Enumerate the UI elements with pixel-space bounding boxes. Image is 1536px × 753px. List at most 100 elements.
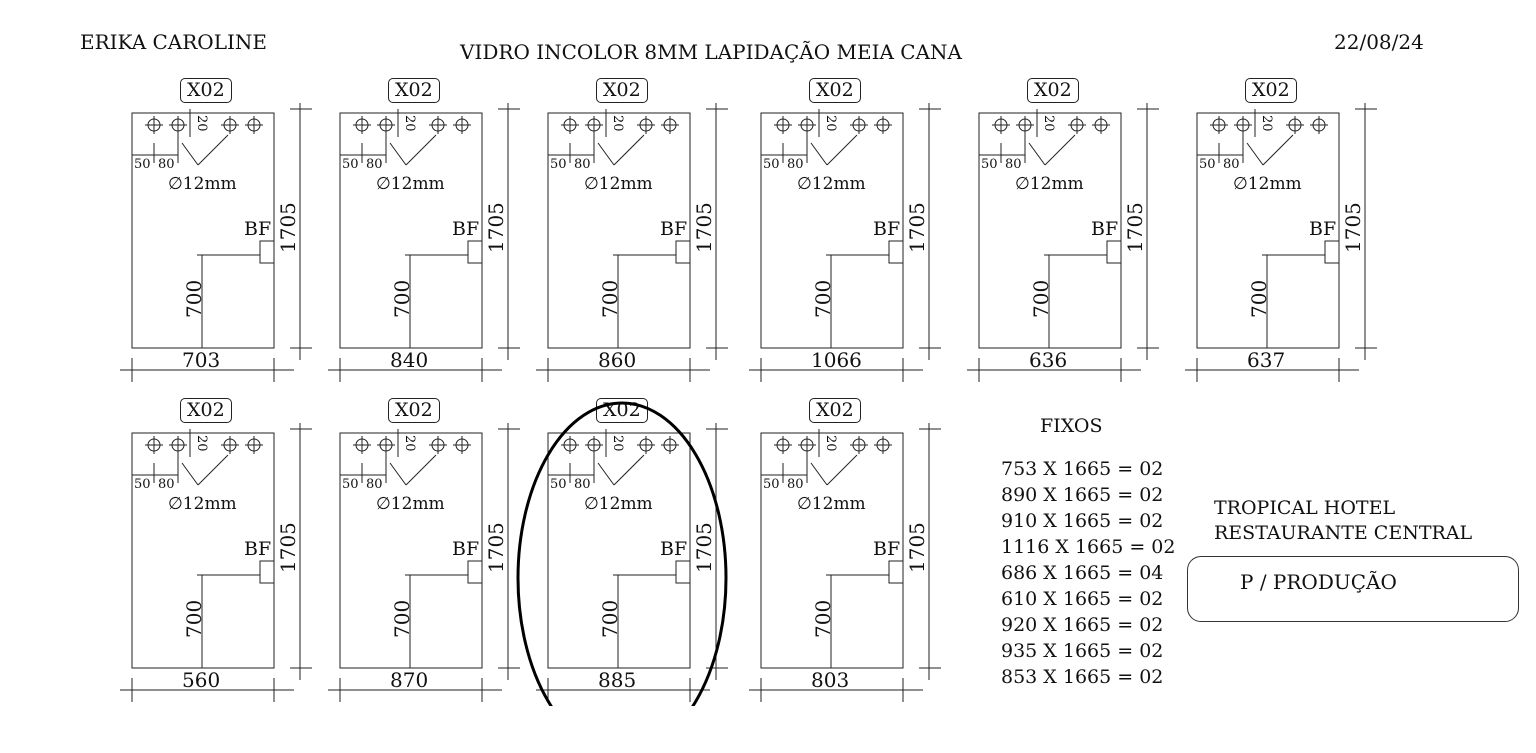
fixos-item: 935 X 1665 = 02 xyxy=(1001,640,1164,662)
fitting-label: BF xyxy=(873,218,901,240)
panel-drawing xyxy=(328,423,520,702)
quantity-tag: X02 xyxy=(388,78,440,103)
fixos-title: FIXOS xyxy=(1040,415,1103,437)
fitting-icon xyxy=(259,560,275,584)
fitting-label: BF xyxy=(660,218,688,240)
panel-outline xyxy=(131,112,275,349)
hole-spacing-label-2: 80 xyxy=(574,477,591,492)
leader-line xyxy=(1246,142,1264,166)
fitting-label: BF xyxy=(873,538,901,560)
width-label: 885 xyxy=(598,668,637,692)
client-block: TROPICAL HOTEL RESTAURANTE CENTRAL xyxy=(1214,496,1472,546)
fitting-label: BF xyxy=(452,538,480,560)
hole-spacing-label-1: 50 xyxy=(550,477,567,492)
hole-diameter-label: ∅12mm xyxy=(376,494,445,514)
panel-drawing xyxy=(120,103,312,382)
leader-line xyxy=(389,142,407,166)
fixos-item: 920 X 1665 = 02 xyxy=(1001,614,1164,636)
width-label: 840 xyxy=(390,348,429,372)
production-box: P / PRODUÇÃO xyxy=(1187,556,1519,622)
hole-diameter-label: ∅12mm xyxy=(376,174,445,194)
panel-drawing xyxy=(749,423,941,702)
fitting-icon xyxy=(888,240,904,264)
quantity-tag: X02 xyxy=(180,398,232,423)
panel-outline xyxy=(339,112,483,349)
leader-line xyxy=(810,462,828,486)
quantity-tag: X02 xyxy=(388,398,440,423)
fitting-label: BF xyxy=(1309,218,1337,240)
width-label: 703 xyxy=(182,348,221,372)
hole-spacing-label-1: 50 xyxy=(342,477,359,492)
client-location: RESTAURANTE CENTRAL xyxy=(1214,522,1473,544)
panel-outline xyxy=(131,432,275,669)
client-name: TROPICAL HOTEL xyxy=(1214,497,1396,519)
width-label: 637 xyxy=(1247,348,1286,372)
fitting-label: BF xyxy=(660,538,688,560)
quantity-tag: X02 xyxy=(1027,78,1079,103)
fitting-label: BF xyxy=(1091,218,1119,240)
hole-spacing-label-2: 80 xyxy=(158,157,175,172)
hole-spacing-label-1: 50 xyxy=(763,477,780,492)
fitting-label: BF xyxy=(244,538,272,560)
fitting-icon xyxy=(467,240,483,264)
highlight-ellipse-layer xyxy=(516,401,728,706)
quantity-tag: X02 xyxy=(180,78,232,103)
fitting-icon xyxy=(259,240,275,264)
panel-outline xyxy=(760,432,904,669)
material-title: VIDRO INCOLOR 8MM LAPIDAÇÃO MEIA CANA xyxy=(460,40,962,64)
leader-line xyxy=(826,134,858,166)
customer-name: ERIKA CAROLINE xyxy=(80,30,267,54)
fitting-icon xyxy=(888,560,904,584)
leader-line xyxy=(613,134,645,166)
fitting-icon xyxy=(467,560,483,584)
leader-line xyxy=(1028,142,1046,166)
panel-drawing xyxy=(120,423,312,702)
panel-outline xyxy=(1196,112,1340,349)
fixos-item: 910 X 1665 = 02 xyxy=(1001,510,1164,532)
width-label: 870 xyxy=(390,668,429,692)
hole-diameter-label: ∅12mm xyxy=(797,494,866,514)
fixos-item: 890 X 1665 = 02 xyxy=(1001,484,1164,506)
leader-line xyxy=(181,142,199,166)
leader-line xyxy=(405,134,437,166)
width-label: 860 xyxy=(598,348,637,372)
quantity-tag: X02 xyxy=(809,78,861,103)
width-label: 560 xyxy=(182,668,221,692)
hole-spacing-label-2: 80 xyxy=(787,477,804,492)
highlight-ellipse xyxy=(516,401,728,706)
hole-diameter-label: ∅12mm xyxy=(1015,174,1084,194)
fixos-item: 1116 X 1665 = 02 xyxy=(1001,536,1176,558)
panel-drawing xyxy=(536,103,728,382)
fitting-label: BF xyxy=(452,218,480,240)
fixos-item: 853 X 1665 = 02 xyxy=(1001,666,1164,688)
hole-diameter-label: ∅12mm xyxy=(168,174,237,194)
hole-spacing-label-2: 80 xyxy=(366,157,383,172)
panel-outline xyxy=(978,112,1122,349)
hole-spacing-label-1: 50 xyxy=(981,157,998,172)
panel-outline xyxy=(547,112,691,349)
leader-line xyxy=(197,134,229,166)
panel-drawing xyxy=(328,103,520,382)
fitting-icon xyxy=(675,240,691,264)
fitting-icon xyxy=(1324,240,1340,264)
production-label: P / PRODUÇÃO xyxy=(1240,570,1397,594)
hole-spacing-label-1: 50 xyxy=(134,157,151,172)
panel-outline xyxy=(339,432,483,669)
hole-diameter-label: ∅12mm xyxy=(797,174,866,194)
quantity-tag: X02 xyxy=(1245,78,1297,103)
fitting-icon xyxy=(675,560,691,584)
order-date: 22/08/24 xyxy=(1334,30,1424,54)
panel-outline xyxy=(547,432,691,669)
leader-line xyxy=(1262,134,1294,166)
quantity-tag: X02 xyxy=(809,398,861,423)
leader-line xyxy=(826,454,858,486)
hole-spacing-label-1: 50 xyxy=(342,157,359,172)
hole-spacing-label-1: 50 xyxy=(1199,157,1216,172)
hole-spacing-label-2: 80 xyxy=(1005,157,1022,172)
width-label: 803 xyxy=(811,668,850,692)
hole-diameter-label: ∅12mm xyxy=(584,174,653,194)
quantity-tag: X02 xyxy=(596,78,648,103)
leader-line xyxy=(597,142,615,166)
fixos-item: 610 X 1665 = 02 xyxy=(1001,588,1164,610)
